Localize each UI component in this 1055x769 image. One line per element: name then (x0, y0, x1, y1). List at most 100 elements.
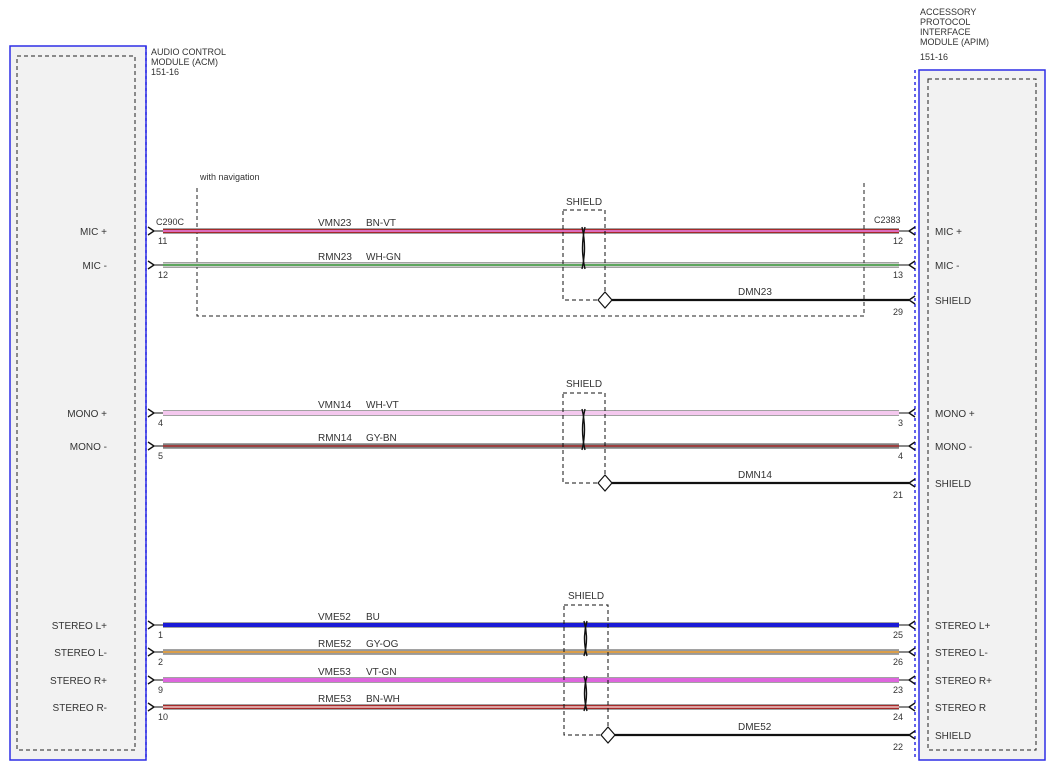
right-connector-arrow (907, 702, 916, 712)
acm-module-name-2: MODULE (ACM) (151, 57, 218, 67)
drain-circuit: DME52 (738, 722, 772, 733)
right-connector-arrow (907, 226, 916, 236)
apim-module-box (918, 69, 1046, 761)
left-pin-number: 5 (158, 451, 163, 461)
connector-left: C290C (156, 217, 185, 227)
twist-mark (583, 620, 588, 657)
shield-drain-node (600, 726, 616, 744)
drain-connector-arrow (907, 478, 916, 488)
left-pin-number: 1 (158, 630, 163, 640)
wire-color-code: VT-GN (366, 667, 397, 678)
right-connector-arrow (907, 441, 916, 451)
acm-module-name-1: AUDIO CONTROL (151, 47, 226, 57)
drain-circuit: DMN14 (738, 470, 772, 481)
left-pin-label: MIC + (80, 227, 107, 238)
left-connector-arrow (147, 675, 156, 685)
shield-box (563, 604, 609, 736)
shield-label: SHIELD (566, 197, 602, 208)
shield-drain-node (597, 474, 613, 492)
wire-color-code: GY-OG (366, 639, 399, 650)
wire-color-code: BU (366, 612, 380, 623)
drain-circuit: DMN23 (738, 287, 772, 298)
wire-circuit: VME53 (318, 667, 351, 678)
shield-label: SHIELD (566, 379, 602, 390)
wire-color-code: BN-VT (366, 218, 396, 229)
apim-module-inner (927, 78, 1037, 751)
left-pin-label: MONO - (70, 442, 107, 453)
wire-color-code: WH-GN (366, 252, 401, 263)
acm-module-inner (16, 55, 136, 751)
twist-mark (581, 226, 586, 270)
left-pin-label: STEREO L- (54, 648, 107, 659)
right-pin-number: 23 (893, 685, 903, 695)
twist-mark (581, 408, 586, 451)
twist-mark (583, 675, 588, 712)
drain-pin-label: SHIELD (935, 479, 971, 490)
right-connector-arrow (907, 260, 916, 270)
right-connector-arrow (907, 675, 916, 685)
twist-mark (583, 620, 588, 657)
left-connector-arrow (147, 408, 156, 418)
left-pin-number: 12 (158, 270, 168, 280)
right-pin-number: 26 (893, 657, 903, 667)
left-pin-label: STEREO R- (53, 703, 107, 714)
wire-circuit: VMN14 (318, 400, 352, 411)
drain-pin-label: SHIELD (935, 296, 971, 307)
wire-circuit: RME52 (318, 639, 352, 650)
drain-pin-label: SHIELD (935, 731, 971, 742)
left-pin-number: 10 (158, 712, 168, 722)
right-pin-label: STEREO L- (935, 648, 988, 659)
shield-box (562, 392, 606, 484)
right-pin-label: MIC + (935, 227, 962, 238)
apim-module-name-1: ACCESSORY (920, 7, 976, 17)
right-pin-label: MONO - (935, 442, 972, 453)
right-pin-number: 12 (893, 236, 903, 246)
acm-module-name-3: 151-16 (151, 67, 179, 77)
twist-mark (581, 226, 586, 270)
right-pin-number: 13 (893, 270, 903, 280)
left-connector-arrow (147, 441, 156, 451)
right-pin-number: 25 (893, 630, 903, 640)
navigation-boundary (196, 183, 865, 317)
wire-circuit: VME52 (318, 612, 351, 623)
right-pin-number: 24 (893, 712, 903, 722)
wire-color-code: WH-VT (366, 400, 399, 411)
left-connector-arrow (147, 226, 156, 236)
twist-mark (583, 675, 588, 712)
left-pin-label: STEREO L+ (52, 621, 107, 632)
left-pin-number: 2 (158, 657, 163, 667)
right-pin-number: 4 (898, 451, 903, 461)
right-pin-label: STEREO R (935, 703, 986, 714)
right-pin-label: MONO + (935, 409, 975, 420)
right-pin-label: STEREO R+ (935, 676, 992, 687)
wire-circuit: VMN23 (318, 218, 352, 229)
wire-circuit: RMN14 (318, 433, 352, 444)
wire-color-code: BN-WH (366, 694, 400, 705)
apim-module-name-3: INTERFACE (920, 27, 971, 37)
left-pin-label: MIC - (83, 261, 107, 272)
acm-module-box (9, 45, 147, 761)
apim-module-name-5: 151-16 (920, 52, 948, 62)
shield-label: SHIELD (568, 591, 604, 602)
left-connector-arrow (147, 702, 156, 712)
shields-layer: SHIELDDMN2329SHIELDSHIELDDMN1421SHIELDSH… (562, 197, 971, 752)
drain-pin-number: 22 (893, 742, 903, 752)
shield-drain-node (597, 291, 613, 309)
shield-box (562, 209, 606, 301)
left-pin-label: STEREO R+ (50, 676, 107, 687)
left-pin-label: MONO + (67, 409, 107, 420)
navigation-note: with navigation (199, 172, 260, 182)
wire-circuit: RMN23 (318, 252, 352, 263)
right-pin-number: 3 (898, 418, 903, 428)
twist-mark (581, 408, 586, 451)
wire-circuit: RME53 (318, 694, 352, 705)
drain-connector-arrow (907, 730, 916, 740)
wire-color-code: GY-BN (366, 433, 397, 444)
drain-pin-number: 29 (893, 307, 903, 317)
right-connector-arrow (907, 620, 916, 630)
left-pin-number: 4 (158, 418, 163, 428)
right-pin-label: MIC - (935, 261, 959, 272)
right-pin-label: STEREO L+ (935, 621, 990, 632)
